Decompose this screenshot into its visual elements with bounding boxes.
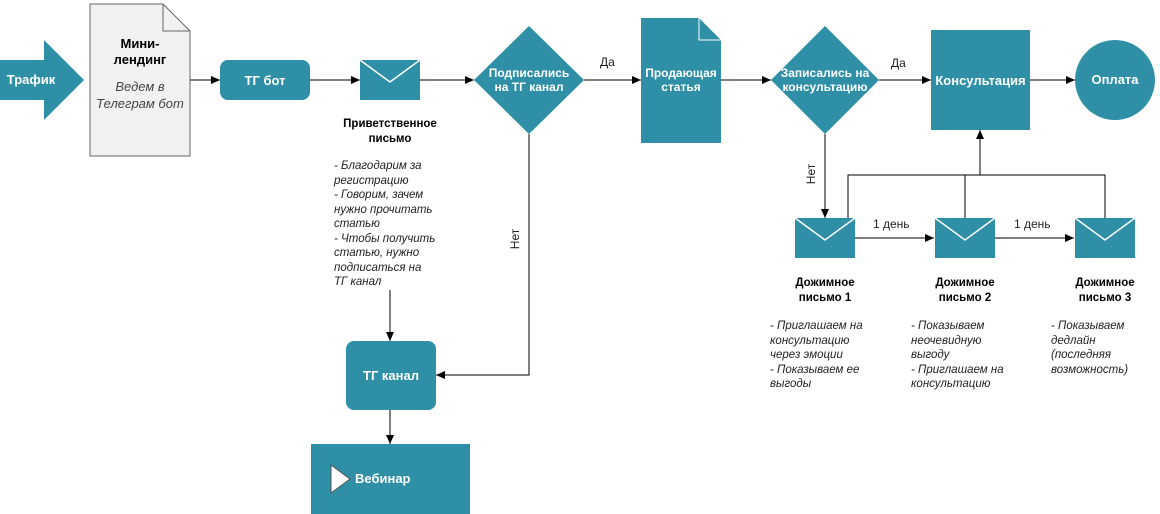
note-line: нужно прочитать xyxy=(334,203,433,216)
welcome-caption: Приветственное письмо xyxy=(343,118,437,145)
welcome-notes: - Благодарим за регистрацию - Говорим, з… xyxy=(334,159,464,290)
tg-bot-node: ТГ бот xyxy=(220,60,310,100)
note-line: возможность) xyxy=(1051,363,1129,376)
envelope-icon xyxy=(934,217,996,258)
article-label: Продающая статья xyxy=(645,66,717,94)
decision-consult-label: Записались на консультацию xyxy=(780,66,870,94)
note-line: выгоды xyxy=(770,378,812,390)
article-shape xyxy=(641,18,721,143)
note-line: - Показываем xyxy=(911,320,985,332)
play-icon xyxy=(330,464,351,494)
tg-channel-node: ТГ канал xyxy=(346,341,436,410)
followup3-notes: - Показываем дедлайн (последняя возможно… xyxy=(1051,319,1156,377)
note-line: - Показываем ее xyxy=(770,363,860,376)
decision-channel-label: Подписались на ТГ канал xyxy=(488,66,570,94)
landing-shape xyxy=(89,3,191,157)
edge-label-day-1: 1 день xyxy=(873,217,910,231)
payment-label: Оплата xyxy=(1091,72,1139,87)
envelope-icon xyxy=(794,217,856,258)
edge-followup-return xyxy=(847,174,1106,218)
note-line: ТГ канал xyxy=(334,276,382,288)
payment-shape xyxy=(1075,40,1155,120)
edge-label-yes-channel: Да xyxy=(600,55,615,69)
landing-text: Мини- лендинг Ведем в Телеграм бот xyxy=(90,36,190,112)
note-line: через эмоции xyxy=(770,349,843,361)
envelope-icon xyxy=(1074,217,1136,258)
traffic-label: Трафик xyxy=(6,72,56,87)
note-line: статью, нужно xyxy=(334,247,420,259)
note-line: выгоду xyxy=(911,349,950,361)
note-line: - Показываем xyxy=(1051,320,1125,332)
decision-channel-shape xyxy=(474,26,584,134)
followup1-notes: - Приглашаем на консультацию через эмоци… xyxy=(770,319,890,392)
landing-fold xyxy=(162,4,190,32)
followup2-caption: Дожимное письмо 2 xyxy=(935,277,995,304)
edge-label-day-2: 1 день xyxy=(1014,217,1051,231)
note-line: подписаться на xyxy=(334,261,422,274)
note-line: - Приглашаем на xyxy=(770,320,863,332)
note-line: (последняя xyxy=(1051,349,1112,361)
decision-consult-shape xyxy=(771,26,879,134)
edge-label-no-consult: Нет xyxy=(804,163,819,185)
edge-no-channel xyxy=(436,134,530,379)
webinar-label: Вебинар xyxy=(355,471,411,486)
article-fold xyxy=(698,18,721,41)
note-line: - Говорим, зачем xyxy=(334,189,424,201)
landing-subtitle: Ведем в Телеграм бот xyxy=(96,79,184,111)
followup3-caption: Дожимное письмо 3 xyxy=(1075,277,1135,304)
consultation-node: Консультация xyxy=(931,30,1030,130)
envelope-icon xyxy=(359,59,421,100)
note-line: - Благодарим за xyxy=(334,160,422,172)
note-line: регистрацию xyxy=(334,174,409,187)
traffic-shape xyxy=(0,40,84,120)
followup2-notes: - Показываем неочевидную выгоду - Пригла… xyxy=(911,319,1031,392)
edge-label-no-channel: Нет xyxy=(508,228,523,250)
edge-label-yes-consult: Да xyxy=(891,56,906,70)
note-line: - Чтобы получить xyxy=(334,232,436,245)
note-line: консультацию xyxy=(911,378,991,390)
note-line: - Приглашаем на xyxy=(911,363,1004,376)
note-line: дедлайн xyxy=(1051,334,1096,347)
landing-title: Мини- лендинг xyxy=(113,36,167,67)
note-line: консультацию xyxy=(770,334,850,347)
note-line: статью xyxy=(334,218,380,230)
followup1-caption: Дожимное письмо 1 xyxy=(795,277,855,304)
note-line: неочевидную xyxy=(911,334,982,347)
